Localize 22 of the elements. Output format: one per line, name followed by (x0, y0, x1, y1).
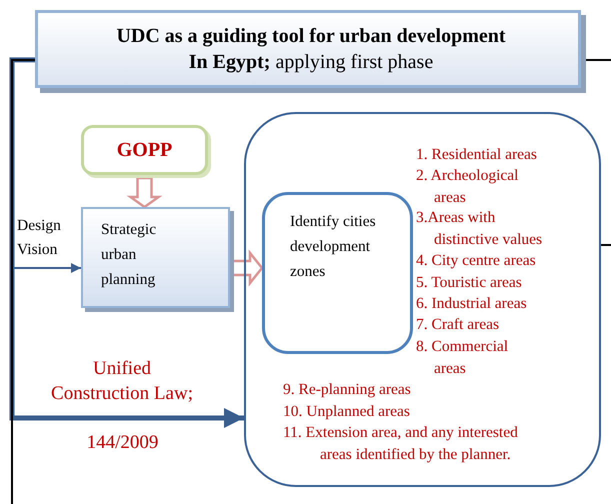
list-item: 11. Extension area, and any interested areas identified by the planner. (283, 423, 519, 464)
list-item: 1. Residential areas (416, 145, 538, 165)
connector-line (601, 244, 611, 246)
node-label: Strategic urban planning (101, 220, 158, 290)
list-item: 8. Commercial areas (416, 337, 510, 378)
zones-container (244, 112, 601, 487)
arrow (10, 57, 244, 428)
list-item: 5. Touristic areas (416, 273, 523, 293)
block-arrow (126, 176, 162, 209)
list-item: 7. Craft areas (416, 315, 500, 335)
node-label: GOPP (116, 139, 174, 162)
list-item: 9. Re-planning areas (283, 380, 412, 400)
list-item: 6. Industrial areas (416, 294, 528, 314)
list-item: 4. City centre areas (416, 251, 537, 271)
process-box (262, 192, 413, 354)
note-text: 144/2009 (86, 432, 160, 454)
list-item: 2. Archeological areas (416, 166, 520, 208)
organization-box (81, 125, 208, 175)
list-item: 10. Unplanned areas (283, 402, 411, 422)
node-label: Identify cities development zones (290, 212, 377, 282)
title-text: UDC as a guiding tool for urban development In Egypt; applying first phase (115, 24, 507, 75)
list-item: 3.Areas with distinctive values (416, 208, 544, 250)
